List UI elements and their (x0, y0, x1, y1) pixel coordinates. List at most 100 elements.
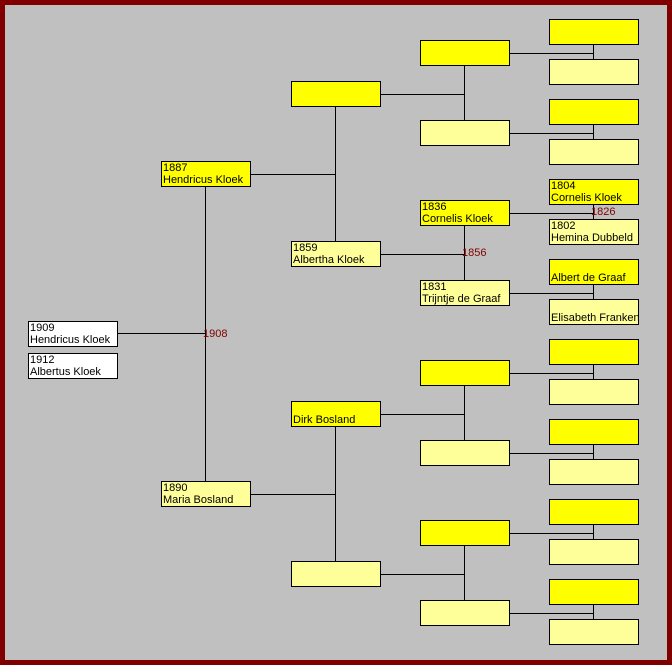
father-box[interactable]: Albert de Graaf (549, 259, 639, 285)
marriage-year: 1856 (462, 247, 487, 259)
connector-line (464, 226, 465, 280)
connector-line (250, 174, 335, 175)
person-year: 1887 (163, 162, 188, 174)
mother-box[interactable] (549, 139, 639, 165)
connector-line (593, 285, 594, 299)
person-year (551, 500, 638, 512)
person-year (551, 420, 638, 432)
person-year (551, 300, 638, 312)
connector-line (464, 546, 465, 600)
connector-line (593, 365, 594, 379)
person-name (551, 152, 638, 164)
person-year (551, 460, 638, 472)
father-box[interactable] (549, 499, 639, 525)
person-name (422, 453, 509, 465)
connector-line (509, 213, 593, 214)
connector-line (205, 187, 206, 481)
person-year (422, 361, 509, 373)
person-year (551, 580, 638, 592)
connector-line (380, 414, 464, 415)
mother-box[interactable] (549, 59, 639, 85)
person-year (422, 121, 509, 133)
person-year (551, 380, 638, 392)
father-box[interactable] (420, 360, 510, 386)
connector-line (509, 453, 593, 454)
connector-line (335, 107, 336, 241)
marriage-year: 1826 (591, 206, 616, 218)
mother-box[interactable] (549, 379, 639, 405)
person-year (551, 60, 638, 72)
marriage-year: 1908 (203, 328, 228, 340)
person-year (551, 100, 638, 112)
mother-box[interactable] (420, 600, 510, 626)
person-year: 1909 (30, 322, 55, 334)
mother-box[interactable] (420, 440, 510, 466)
mother-box[interactable] (420, 120, 510, 146)
person-name: Hemina Dubbeld (551, 232, 633, 244)
person-year: 1802 (551, 220, 576, 232)
connector-line (380, 94, 464, 95)
person-name: Dirk Bosland (293, 414, 356, 426)
connector-line (593, 205, 594, 219)
father-box[interactable] (549, 579, 639, 605)
person-name (551, 472, 638, 484)
father-box[interactable]: Dirk Bosland (291, 401, 381, 427)
father-box[interactable] (549, 339, 639, 365)
person-year (551, 340, 638, 352)
person-name: Albertus Kloek (30, 366, 101, 378)
person-name (422, 613, 509, 625)
connector-line (593, 125, 594, 139)
connector-line (593, 445, 594, 459)
connector-line (509, 293, 593, 294)
person-name (551, 32, 638, 44)
connector-line (509, 133, 593, 134)
mother-box[interactable] (549, 459, 639, 485)
person-year (422, 521, 509, 533)
father-box[interactable] (420, 40, 510, 66)
connector-line (112, 333, 205, 334)
person-name: Cornelis Kloek (551, 192, 622, 204)
person-name (551, 552, 638, 564)
person-name: Albert de Graaf (551, 272, 626, 284)
father-box[interactable] (291, 81, 381, 107)
person-name (551, 72, 638, 84)
person-name (422, 373, 509, 385)
father-box[interactable] (420, 520, 510, 546)
father-box[interactable] (549, 419, 639, 445)
person-name (551, 512, 638, 524)
person-name (293, 574, 380, 586)
mother-box[interactable] (549, 619, 639, 645)
mother-box[interactable] (549, 539, 639, 565)
person-name (422, 533, 509, 545)
connector-line (509, 533, 593, 534)
connector-line (509, 613, 593, 614)
person-year: 1912 (30, 354, 55, 366)
person-year (551, 140, 638, 152)
person-name: Elisabeth Franken (551, 312, 639, 324)
person-name (551, 632, 638, 644)
person-name (551, 592, 638, 604)
person-year (422, 441, 509, 453)
mother-box[interactable]: Elisabeth Franken (549, 299, 639, 325)
father-box[interactable] (549, 99, 639, 125)
person-name: Albertha Kloek (293, 254, 365, 266)
person-name (422, 133, 509, 145)
person-name: Cornelis Kloek (422, 213, 493, 225)
person-name (422, 53, 509, 65)
connector-line (464, 66, 465, 120)
father-box[interactable] (549, 19, 639, 45)
mother-box[interactable] (291, 561, 381, 587)
connector-line (593, 605, 594, 619)
person-name (293, 94, 380, 106)
person-year (551, 540, 638, 552)
person-name (551, 352, 638, 364)
